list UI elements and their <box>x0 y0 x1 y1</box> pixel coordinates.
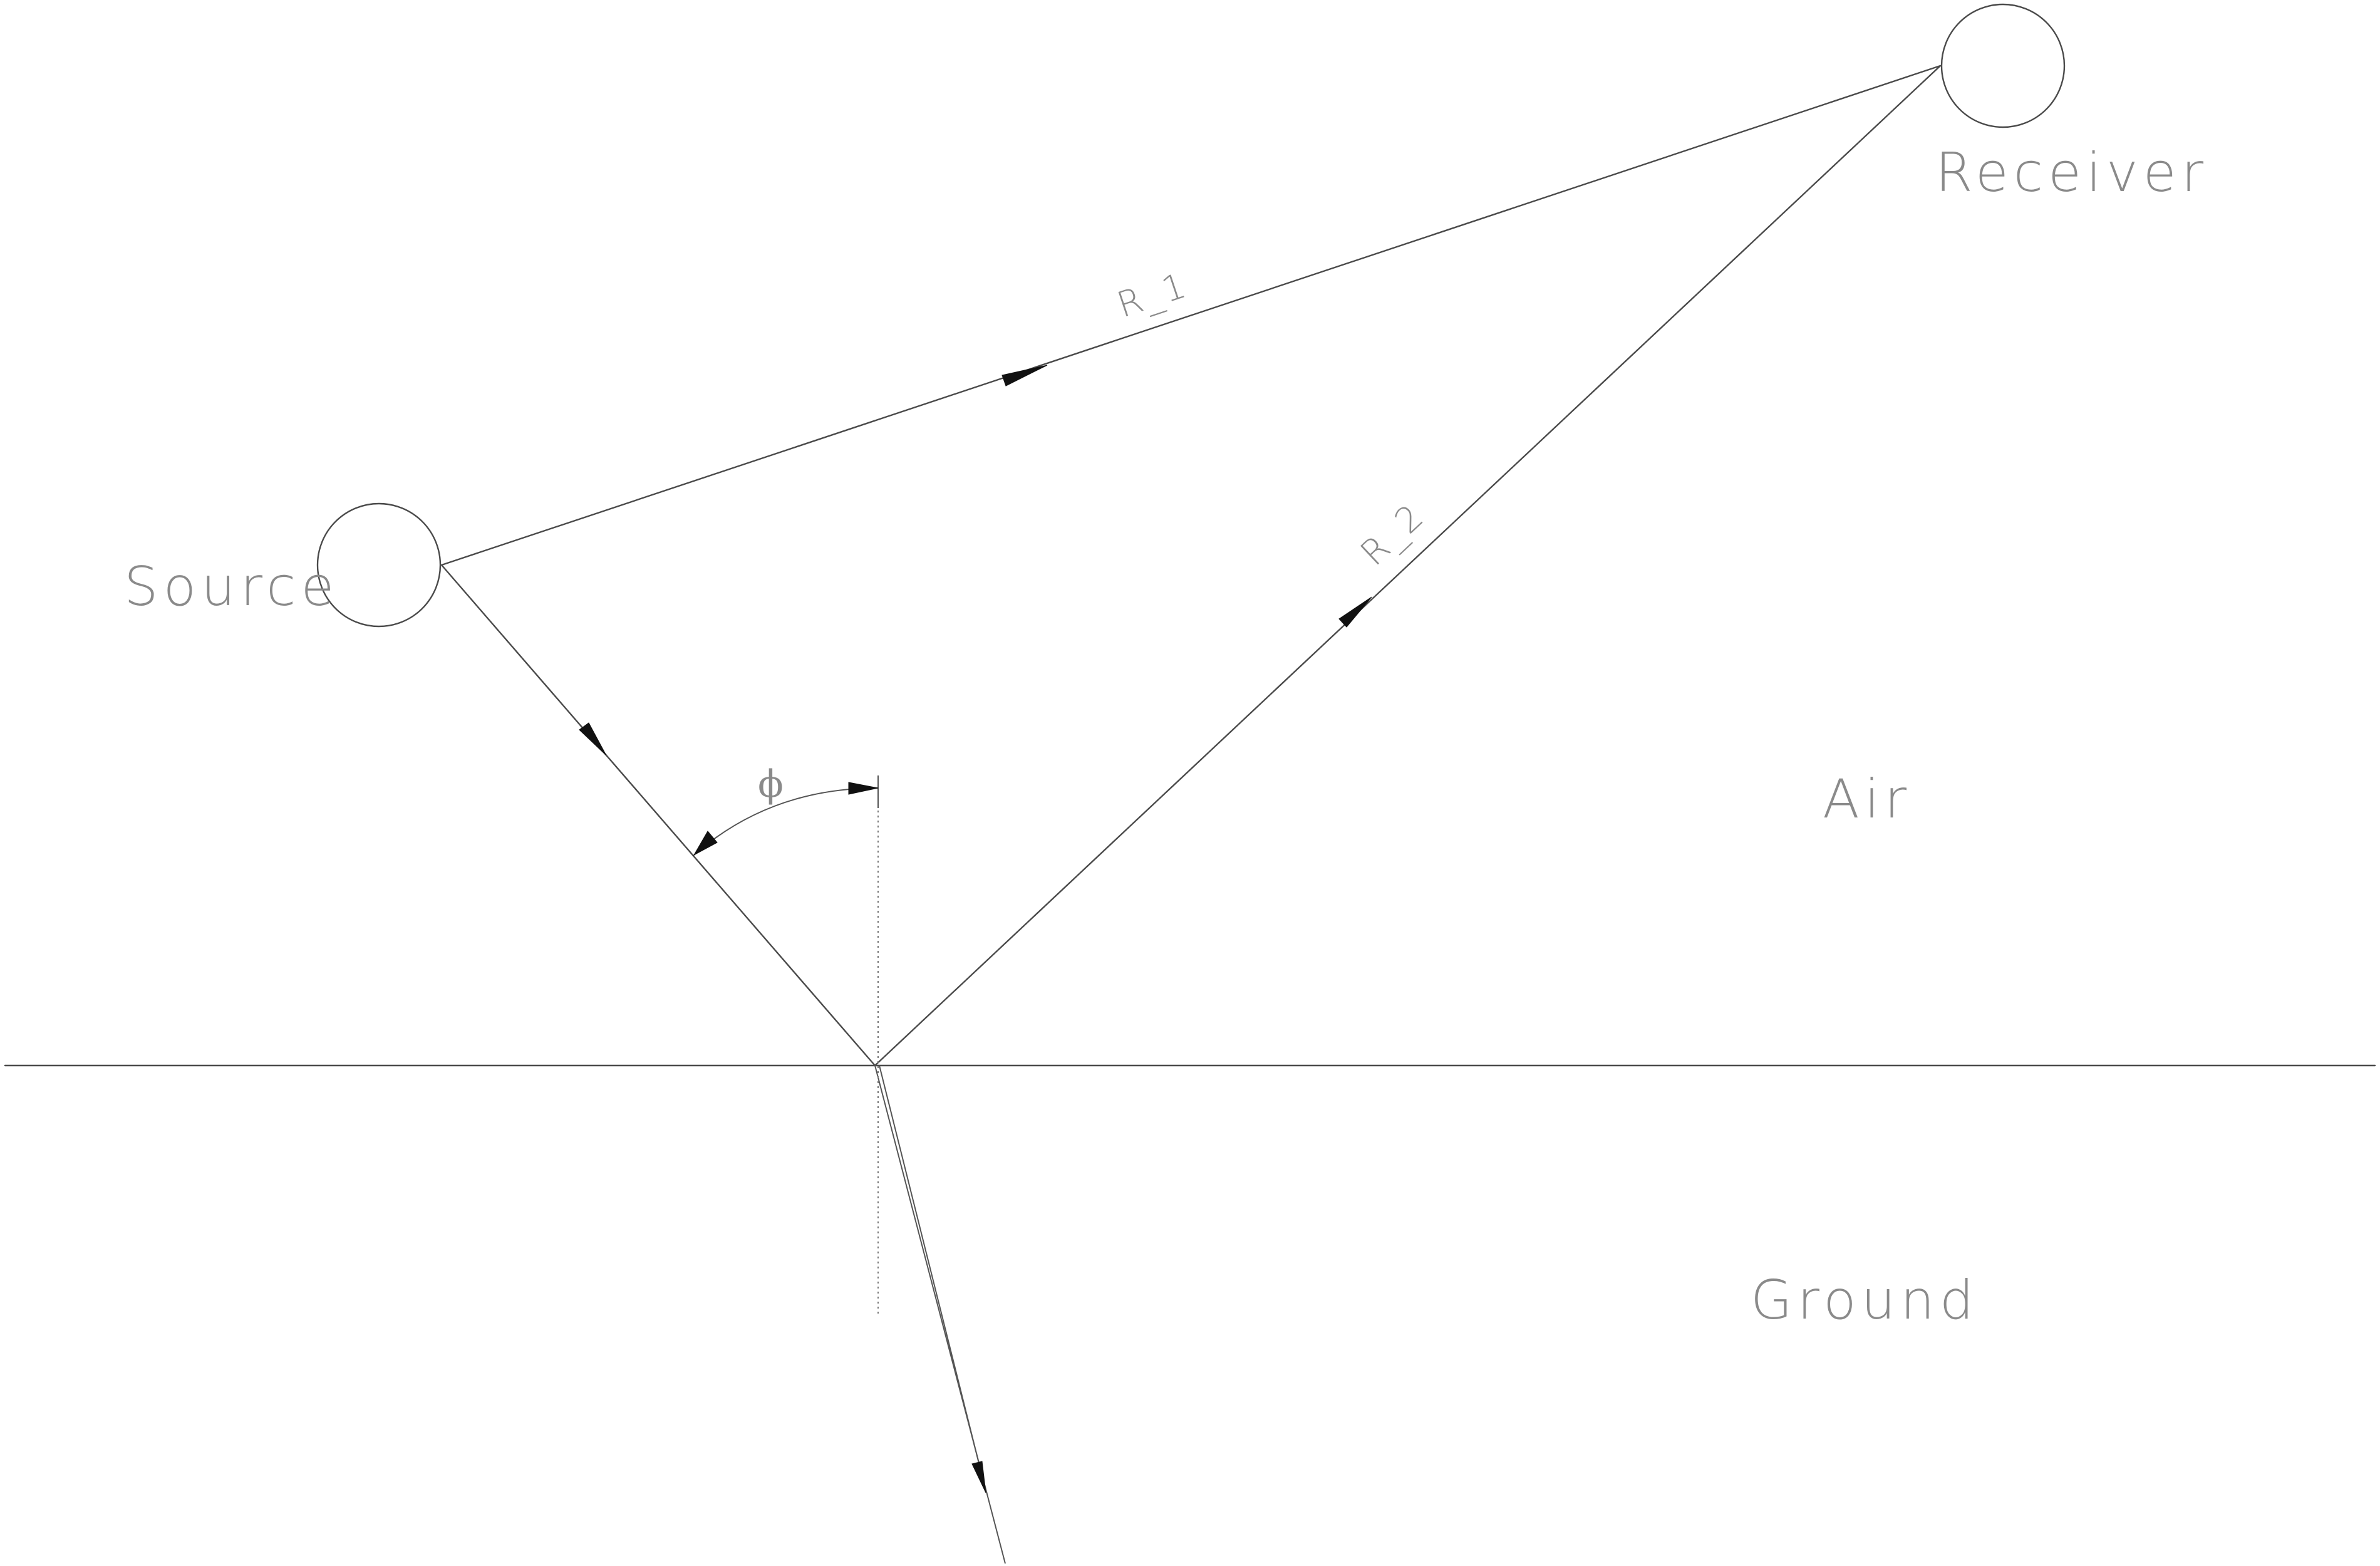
r1-label: R_1 <box>1112 264 1193 326</box>
reflected-path-r2 <box>874 65 1942 1067</box>
r1-arrowhead <box>1001 365 1048 386</box>
angle-arc <box>693 787 879 856</box>
angle-arrowhead-left <box>693 831 718 856</box>
source-circle <box>316 502 442 628</box>
air-label: Air <box>1823 768 1912 831</box>
receiver-label: Receiver <box>1935 142 2208 204</box>
angle-label: ϕ <box>758 762 784 806</box>
incident-arrowhead <box>579 722 607 756</box>
ground-label: Ground <box>1751 1269 1979 1332</box>
incident-ray <box>440 564 876 1067</box>
transmitted-arrowhead <box>971 1461 986 1493</box>
r2-arrowhead <box>1338 596 1372 628</box>
r2-label: R_2 <box>1353 495 1433 574</box>
angle-arrowhead-right <box>848 782 879 795</box>
direct-path-r1 <box>440 65 1942 566</box>
transmitted-ray-b <box>879 1065 986 1491</box>
source-label: Source <box>124 556 339 618</box>
receiver-circle <box>1940 3 2066 128</box>
